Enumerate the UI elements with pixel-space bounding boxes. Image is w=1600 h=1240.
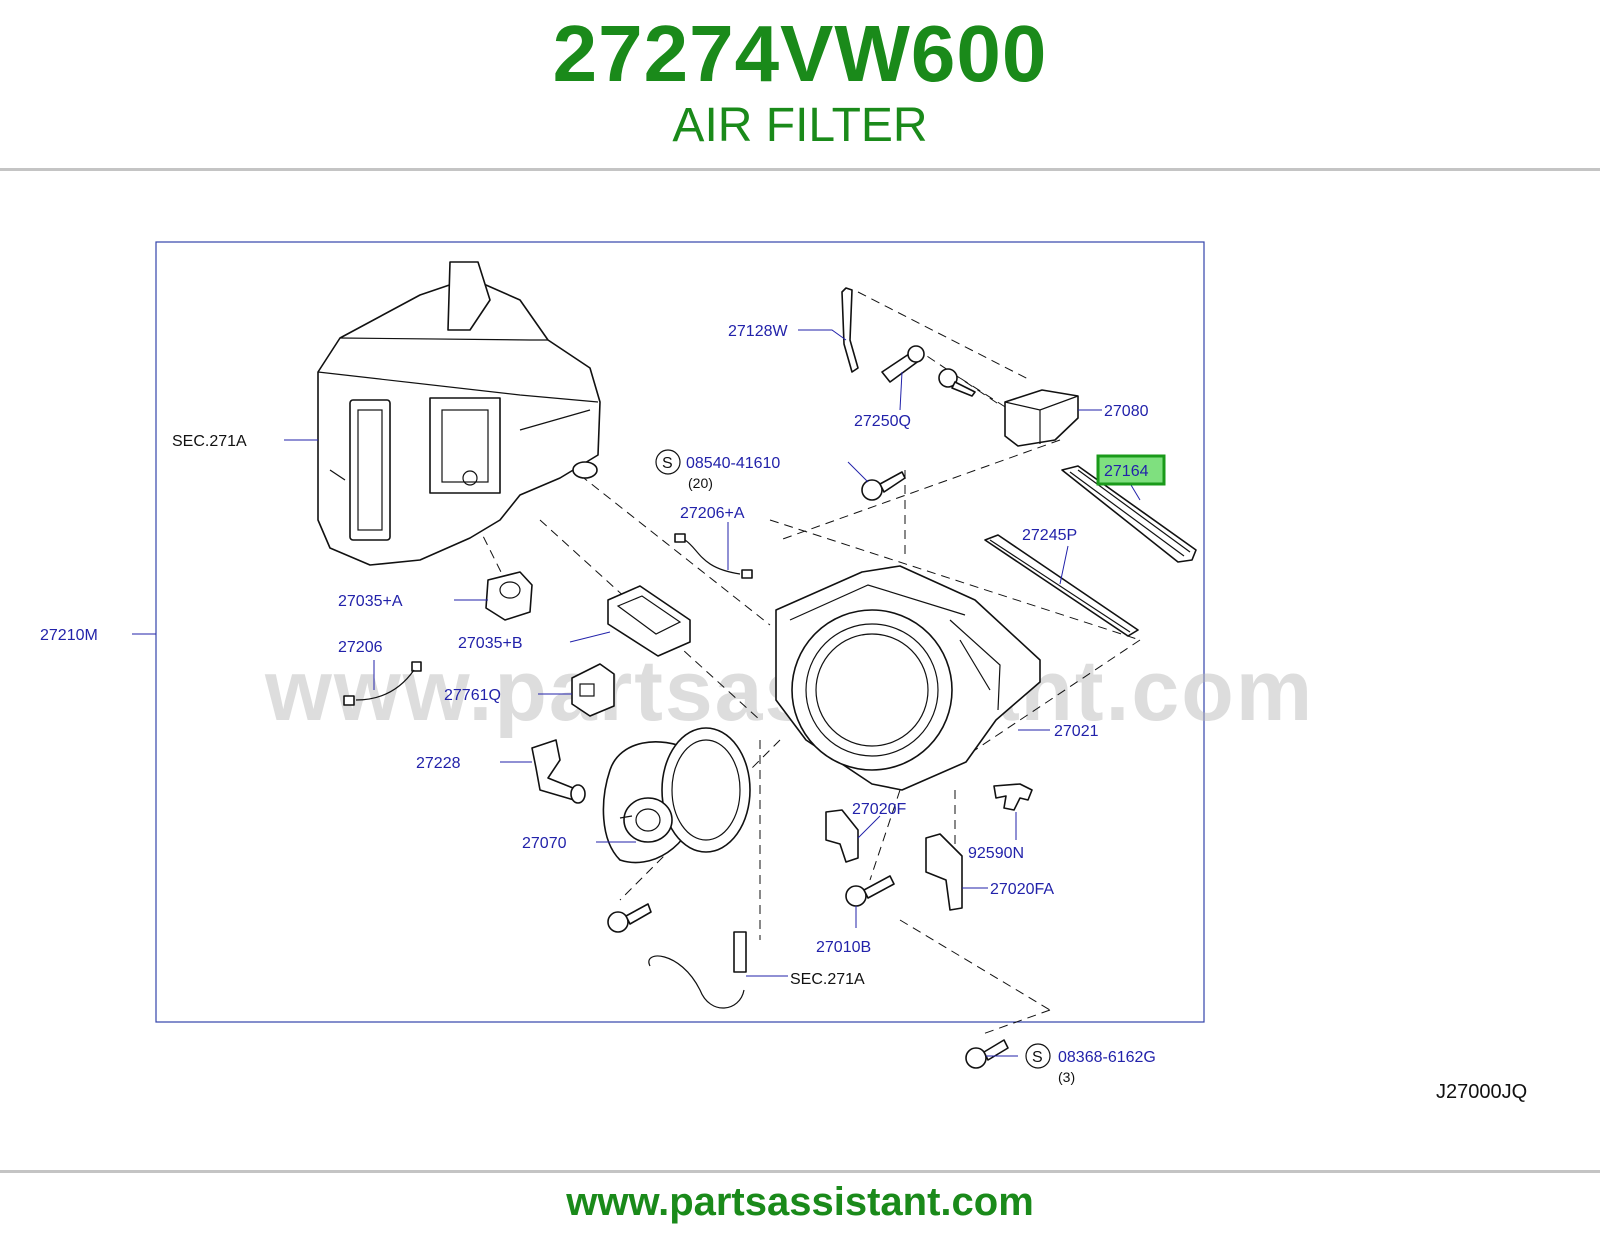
label-27164[interactable]: 27164 bbox=[1104, 463, 1149, 480]
label-27128w[interactable]: 27128W bbox=[728, 323, 788, 340]
qty-20: (20) bbox=[688, 475, 713, 491]
part-27021-blower-case bbox=[775, 565, 1041, 791]
label-27010b[interactable]: 27010B bbox=[816, 939, 871, 956]
part-27020f-bracket bbox=[825, 809, 859, 863]
s-mark-icon bbox=[655, 449, 681, 475]
label-27020f[interactable]: 27020F bbox=[852, 801, 906, 818]
label-27245p[interactable]: 27245P bbox=[1022, 527, 1077, 544]
footer-divider bbox=[0, 1170, 1600, 1173]
label-27021[interactable]: 27021 bbox=[1054, 723, 1099, 740]
screw-08540-icon bbox=[861, 471, 906, 501]
part-27035b-seal bbox=[607, 585, 691, 657]
highlighted-part-box bbox=[1096, 454, 1166, 486]
part-27020fa-bracket bbox=[925, 833, 963, 911]
screw-icon bbox=[938, 368, 976, 397]
label-sec271a-top: SEC.271A bbox=[172, 433, 247, 450]
label-27035b[interactable]: 27035+B bbox=[458, 635, 523, 652]
label-27020fa[interactable]: 27020FA bbox=[990, 881, 1054, 898]
part-27035a-grommet bbox=[485, 571, 533, 621]
sensor-harness bbox=[648, 931, 747, 1009]
part-name-subtitle: AIR FILTER bbox=[672, 99, 928, 152]
part-27080-actuator bbox=[1004, 389, 1079, 447]
label-27070[interactable]: 27070 bbox=[522, 835, 567, 852]
label-92590n[interactable]: 92590N bbox=[968, 845, 1024, 862]
s-mark-2: S bbox=[1032, 1049, 1043, 1066]
label-sec271a-bottom: SEC.271A bbox=[790, 971, 865, 988]
label-08368-6162g[interactable]: 08368-6162G bbox=[1058, 1049, 1156, 1066]
leader-lines bbox=[132, 329, 1141, 1057]
label-27080[interactable]: 27080 bbox=[1104, 403, 1149, 420]
part-27206a-harness bbox=[674, 533, 753, 579]
diagram-frame bbox=[155, 241, 1205, 1023]
part-number-title: 27274VW600 bbox=[552, 9, 1048, 98]
part-27761q-resistor bbox=[571, 663, 615, 717]
label-08540-41610[interactable]: 08540-41610 bbox=[686, 455, 780, 472]
header-divider bbox=[0, 168, 1600, 171]
assembly-dashed-lines bbox=[469, 291, 1141, 1036]
screw-lower-icon bbox=[607, 903, 652, 933]
part-27206-harness bbox=[343, 661, 422, 706]
footer-url-link[interactable]: www.partsassistant.com bbox=[566, 1180, 1034, 1224]
part-27245p-cover bbox=[984, 534, 1139, 637]
label-27210m[interactable]: 27210M bbox=[40, 627, 98, 644]
part-27070-blower-motor bbox=[602, 727, 751, 864]
s-mark-1: S bbox=[662, 455, 673, 472]
diagram-code: J27000JQ bbox=[1436, 1081, 1527, 1103]
label-27250q[interactable]: 27250Q bbox=[854, 413, 911, 430]
bolt-27010b-icon bbox=[845, 875, 895, 907]
part-27250q-link bbox=[881, 345, 925, 383]
heater-unit-housing bbox=[317, 261, 601, 566]
part-92590n-hose bbox=[993, 783, 1033, 811]
label-27206a[interactable]: 27206+A bbox=[680, 505, 745, 522]
part-27128w-rod bbox=[841, 287, 859, 373]
qty-3: (3) bbox=[1058, 1069, 1075, 1085]
part-27228-hose bbox=[531, 739, 586, 804]
label-27206[interactable]: 27206 bbox=[338, 639, 383, 656]
label-27035a[interactable]: 27035+A bbox=[338, 593, 403, 610]
s-mark-icon-2 bbox=[1025, 1043, 1051, 1069]
label-27228[interactable]: 27228 bbox=[416, 755, 461, 772]
label-27761q[interactable]: 27761Q bbox=[444, 687, 501, 704]
bolt-08368-icon bbox=[965, 1039, 1009, 1069]
page-header: 27274VW600 AIR FILTER bbox=[0, 0, 1600, 170]
